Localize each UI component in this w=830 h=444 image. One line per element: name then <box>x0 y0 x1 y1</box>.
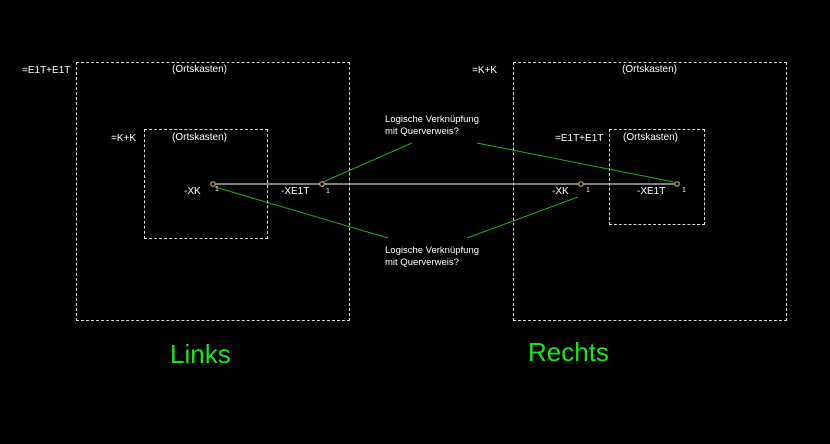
right-inner-title: (Ortskasten) <box>623 132 679 143</box>
terminal-right-xe1t[interactable] <box>674 181 680 187</box>
left-xe1t-pin: 1 <box>326 188 330 195</box>
left-side-label: Links <box>170 339 231 369</box>
right-outer-title: (Ortskasten) <box>622 64 678 75</box>
right-xk-label: -XK <box>552 186 569 197</box>
left-xk-pin: 1 <box>215 186 219 193</box>
annotation-note-top-line1: Logische Verknüpfung <box>385 114 480 125</box>
annotation-note-bottom-line2: mit Querverweis? <box>385 257 459 268</box>
left-inner-title: (Ortskasten) <box>172 132 228 143</box>
right-outer-box <box>513 62 787 321</box>
left-outer-box <box>76 62 350 321</box>
annotation-line-bottom-right <box>466 196 579 239</box>
left-xk-label: -XK <box>184 186 201 197</box>
terminal-left-xk[interactable] <box>210 181 216 187</box>
annotation-note-top: Logische Verknüpfung mit Querverweis? <box>385 114 479 138</box>
right-xe1t-pin: 1 <box>682 187 686 194</box>
left-outer-prefix: =E1T+E1T <box>22 65 71 76</box>
left-inner-box <box>144 129 268 239</box>
right-inner-prefix: =E1T+E1T <box>555 133 604 144</box>
annotation-line-top-left <box>322 142 413 183</box>
annotation-note-top-line2: mit Querverweis? <box>385 126 459 137</box>
terminal-right-xk[interactable] <box>578 181 584 187</box>
right-xe1t-label: -XE1T <box>637 186 666 197</box>
terminal-left-xe1t[interactable] <box>319 181 325 187</box>
right-outer-prefix: =K+K <box>472 65 498 76</box>
right-inner-box <box>609 129 705 225</box>
left-xe1t-label: -XE1T <box>281 186 310 197</box>
left-inner-prefix: =K+K <box>111 133 137 144</box>
annotation-note-bottom-line1: Logische Verknüpfung <box>385 245 480 256</box>
left-outer-title: (Ortskasten) <box>172 64 228 75</box>
right-side-label: Rechts <box>528 337 609 367</box>
right-xk-pin: 1 <box>586 187 590 194</box>
annotation-note-bottom: Logische Verknüpfung mit Querverweis? <box>385 245 479 269</box>
annotation-line-bottom-left <box>214 186 389 239</box>
annotation-line-top-right <box>476 142 675 183</box>
